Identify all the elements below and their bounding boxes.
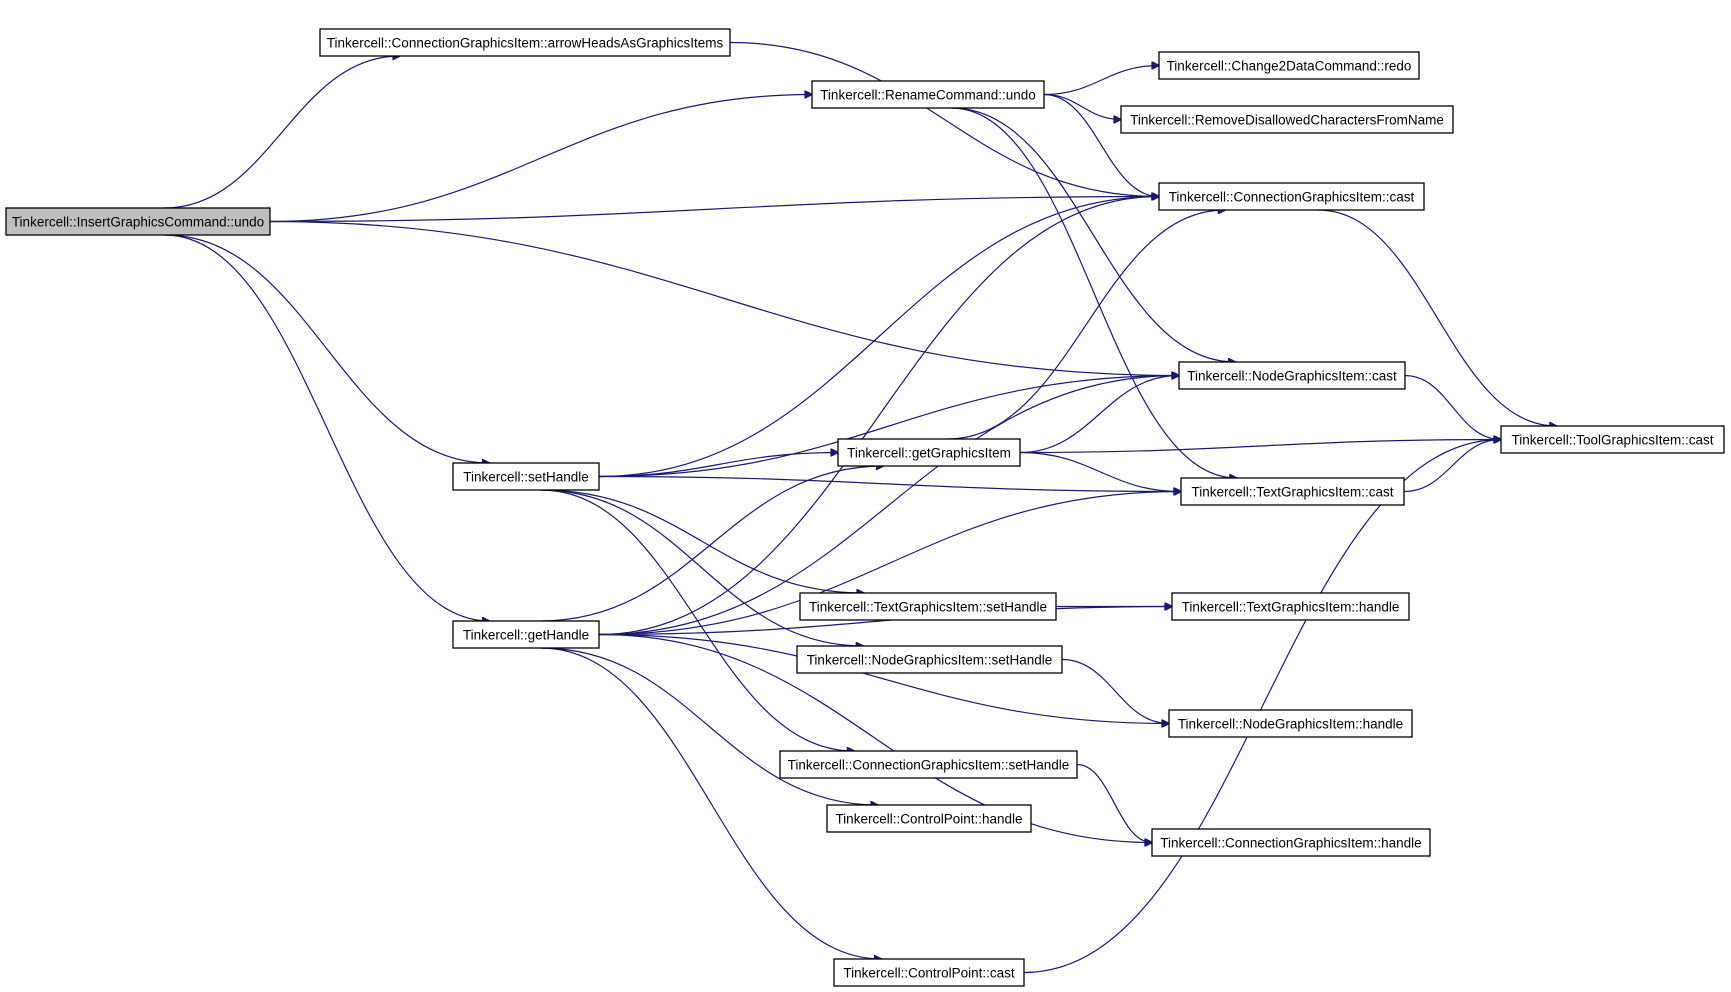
edge-setHandle-to-getGraphicsItem xyxy=(598,453,838,478)
node-renameUndo-label: Tinkercell::RenameCommand::undo xyxy=(820,88,1036,103)
node-setHandle-box[interactable] xyxy=(452,462,600,491)
node-cpHandle[interactable]: Tinkercell::ControlPoint::handle xyxy=(826,804,1032,833)
node-cpCast[interactable]: Tinkercell::ControlPoint::cast xyxy=(833,958,1025,987)
edge-getHandle-to-cpHandle xyxy=(540,647,878,805)
node-getGraphicsItem[interactable]: Tinkercell::getGraphicsItem xyxy=(837,438,1021,467)
node-cpCast-label: Tinkercell::ControlPoint::cast xyxy=(843,966,1015,981)
node-nodeSetHandle-box[interactable] xyxy=(796,645,1063,674)
node-nodeCast-label: Tinkercell::NodeGraphicsItem::cast xyxy=(1187,369,1397,384)
edge-getHandle-to-nodeCast xyxy=(598,376,1179,636)
node-textHandle-box[interactable] xyxy=(1171,592,1410,621)
node-setHandle[interactable]: Tinkercell::setHandle xyxy=(452,462,600,491)
node-nodeCast-box[interactable] xyxy=(1178,361,1406,390)
edge-root-to-nodeCast xyxy=(269,220,1179,376)
edge-setHandle-to-textCast xyxy=(598,475,1181,492)
edge-getHandle-to-connHandle xyxy=(598,633,1152,843)
edge-setHandle-to-nodeCast xyxy=(598,376,1179,478)
edge-nodeSetHandle-to-nodeHandle xyxy=(1061,658,1169,724)
edge-setHandle-to-textSetHandle xyxy=(540,489,864,593)
edge-connCast-to-toolCast xyxy=(1317,209,1557,426)
edge-getGraphicsItem-to-textCast xyxy=(1019,451,1181,492)
edge-root-to-arrowHeads xyxy=(164,56,400,209)
edge-getHandle-to-cpCast xyxy=(540,647,882,959)
node-textSetHandle-box[interactable] xyxy=(799,592,1057,621)
node-textSetHandle-label: Tinkercell::TextGraphicsItem::setHandle xyxy=(809,600,1047,615)
node-nodeHandle-label: Tinkercell::NodeGraphicsItem::handle xyxy=(1178,717,1403,732)
node-arrowHeads-box[interactable] xyxy=(319,28,731,57)
edge-cpCast-to-toolCast xyxy=(1023,440,1501,974)
node-textHandle-label: Tinkercell::TextGraphicsItem::handle xyxy=(1182,600,1400,615)
node-change2redo-label: Tinkercell::Change2DataCommand::redo xyxy=(1167,59,1412,74)
node-nodeCast[interactable]: Tinkercell::NodeGraphicsItem::cast xyxy=(1178,361,1406,390)
node-removeDisallowed-box[interactable] xyxy=(1120,105,1454,134)
node-textSetHandle[interactable]: Tinkercell::TextGraphicsItem::setHandle xyxy=(799,592,1057,621)
node-cpHandle-label: Tinkercell::ControlPoint::handle xyxy=(835,812,1022,827)
node-getHandle[interactable]: Tinkercell::getHandle xyxy=(452,620,600,649)
node-root-box[interactable] xyxy=(5,207,271,236)
node-toolCast-label: Tinkercell::ToolGraphicsItem::cast xyxy=(1511,433,1713,448)
node-removeDisallowed-label: Tinkercell::RemoveDisallowedCharactersFr… xyxy=(1130,113,1444,128)
edge-renameUndo-to-textCast xyxy=(951,107,1237,478)
edge-setHandle-to-connCast xyxy=(598,197,1159,478)
edge-getGraphicsItem-to-connCast xyxy=(947,210,1225,440)
edge-renameUndo-to-nodeCast xyxy=(951,107,1235,362)
edge-textCast-to-toolCast xyxy=(1403,440,1501,493)
edge-setHandle-to-nodeSetHandle xyxy=(540,489,864,646)
node-getGraphicsItem-label: Tinkercell::getGraphicsItem xyxy=(847,446,1011,461)
node-layer: Tinkercell::InsertGraphicsCommand::undoT… xyxy=(5,28,1725,987)
edge-getGraphicsItem-to-nodeCast xyxy=(1019,376,1179,454)
node-connSetHandle-box[interactable] xyxy=(779,750,1078,779)
node-nodeSetHandle-label: Tinkercell::NodeGraphicsItem::setHandle xyxy=(807,653,1053,668)
node-change2redo-box[interactable] xyxy=(1158,51,1420,80)
node-connHandle-label: Tinkercell::ConnectionGraphicsItem::hand… xyxy=(1160,836,1421,851)
edge-root-to-renameUndo xyxy=(269,95,812,223)
edge-connSetHandle-to-connHandle xyxy=(1076,763,1152,843)
node-connCast[interactable]: Tinkercell::ConnectionGraphicsItem::cast xyxy=(1158,182,1425,211)
node-root-label: Tinkercell::InsertGraphicsCommand::undo xyxy=(12,215,264,230)
edge-root-to-setHandle xyxy=(164,234,489,463)
node-getHandle-box[interactable] xyxy=(452,620,600,649)
node-connSetHandle-label: Tinkercell::ConnectionGraphicsItem::setH… xyxy=(788,758,1070,773)
node-renameUndo-box[interactable] xyxy=(811,80,1045,109)
edge-arrowHeads-to-connCast xyxy=(729,41,1159,197)
edge-getGraphicsItem-to-toolCast xyxy=(1019,440,1501,454)
node-cpHandle-box[interactable] xyxy=(826,804,1032,833)
node-textHandle[interactable]: Tinkercell::TextGraphicsItem::handle xyxy=(1171,592,1410,621)
node-connCast-label: Tinkercell::ConnectionGraphicsItem::cast xyxy=(1169,190,1415,205)
node-arrowHeads[interactable]: Tinkercell::ConnectionGraphicsItem::arro… xyxy=(319,28,731,57)
node-root[interactable]: Tinkercell::InsertGraphicsCommand::undo xyxy=(5,207,271,236)
node-toolCast-box[interactable] xyxy=(1500,425,1725,454)
edge-getHandle-to-textCast xyxy=(598,492,1181,636)
node-toolCast[interactable]: Tinkercell::ToolGraphicsItem::cast xyxy=(1500,425,1725,454)
node-nodeHandle[interactable]: Tinkercell::NodeGraphicsItem::handle xyxy=(1168,709,1413,738)
node-textCast-label: Tinkercell::TextGraphicsItem::cast xyxy=(1191,485,1393,500)
node-connHandle-box[interactable] xyxy=(1151,828,1431,857)
edge-renameUndo-to-connCast xyxy=(1043,93,1159,197)
node-removeDisallowed[interactable]: Tinkercell::RemoveDisallowedCharactersFr… xyxy=(1120,105,1454,134)
edge-getHandle-to-connCast xyxy=(598,197,1159,636)
node-connCast-box[interactable] xyxy=(1158,182,1425,211)
edge-renameUndo-to-change2redo xyxy=(1043,66,1159,96)
node-arrowHeads-label: Tinkercell::ConnectionGraphicsItem::arro… xyxy=(327,36,724,51)
node-textCast[interactable]: Tinkercell::TextGraphicsItem::cast xyxy=(1180,477,1405,506)
node-cpCast-box[interactable] xyxy=(833,958,1025,987)
node-textCast-box[interactable] xyxy=(1180,477,1405,506)
edge-root-to-getHandle xyxy=(164,234,489,621)
edge-renameUndo-to-removeDisallowed xyxy=(1043,93,1121,120)
node-nodeHandle-box[interactable] xyxy=(1168,709,1413,738)
node-renameUndo[interactable]: Tinkercell::RenameCommand::undo xyxy=(811,80,1045,109)
node-change2redo[interactable]: Tinkercell::Change2DataCommand::redo xyxy=(1158,51,1420,80)
node-getGraphicsItem-box[interactable] xyxy=(837,438,1021,467)
edge-getHandle-to-nodeHandle xyxy=(598,633,1169,724)
edge-root-to-connCast xyxy=(269,197,1159,223)
node-nodeSetHandle[interactable]: Tinkercell::NodeGraphicsItem::setHandle xyxy=(796,645,1063,674)
node-connHandle[interactable]: Tinkercell::ConnectionGraphicsItem::hand… xyxy=(1151,828,1431,857)
edge-getHandle-to-getGraphicsItem xyxy=(540,466,884,622)
node-setHandle-label: Tinkercell::setHandle xyxy=(463,470,589,485)
edge-nodeCast-to-toolCast xyxy=(1404,374,1501,440)
node-getHandle-label: Tinkercell::getHandle xyxy=(463,628,589,643)
node-connSetHandle[interactable]: Tinkercell::ConnectionGraphicsItem::setH… xyxy=(779,750,1078,779)
